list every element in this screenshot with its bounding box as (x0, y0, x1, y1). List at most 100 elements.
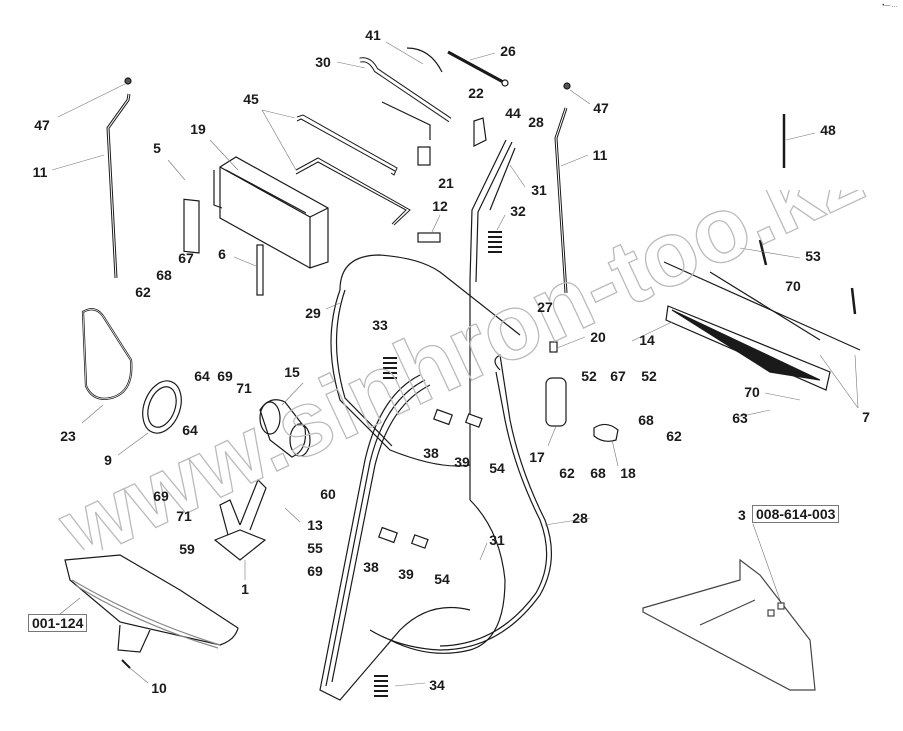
pipe-26 (406, 47, 509, 87)
callout-label-45[interactable]: 45 (243, 91, 259, 107)
reference-3-prefix: 3 (738, 507, 746, 523)
callout-label-15[interactable]: 15 (284, 364, 300, 380)
callout-label-62[interactable]: 62 (135, 284, 151, 300)
callout-label-33[interactable]: 33 (372, 317, 388, 333)
callout-label-71[interactable]: 71 (176, 508, 192, 524)
callout-label-67[interactable]: 67 (178, 250, 194, 266)
pressure-switch-20 (549, 341, 558, 353)
bracket-6 (256, 244, 264, 296)
callout-label-14[interactable]: 14 (639, 332, 655, 348)
callout-label-67[interactable]: 67 (610, 368, 626, 384)
bracket-7 (663, 261, 861, 351)
callout-label-13[interactable]: 13 (307, 517, 323, 533)
callout-label-20[interactable]: 20 (590, 329, 606, 345)
hose-29 (330, 254, 521, 467)
callout-label-28[interactable]: 28 (572, 510, 588, 526)
pulley-9 (142, 380, 182, 434)
condenser-14 (665, 305, 831, 391)
callout-label-29[interactable]: 29 (305, 305, 321, 321)
hose-28-31-upper (469, 139, 516, 500)
reference-box-008-614-003[interactable]: 008-614-003 (752, 505, 840, 523)
rod-11-left (106, 77, 132, 279)
callout-label-70[interactable]: 70 (744, 384, 760, 400)
callout-label-54[interactable]: 54 (434, 571, 450, 587)
callout-label-19[interactable]: 19 (190, 121, 206, 137)
rod-11-right (554, 82, 571, 294)
callout-label-60[interactable]: 60 (320, 486, 336, 502)
corner-mark: •— ... (882, 3, 897, 9)
hose-28-lower (369, 354, 553, 651)
reference-box-001-124[interactable]: 001-124 (28, 614, 88, 632)
callout-label-68[interactable]: 68 (638, 412, 654, 428)
callout-label-34[interactable]: 34 (429, 677, 445, 693)
callout-label-23[interactable]: 23 (60, 428, 76, 444)
callout-label-10[interactable]: 10 (151, 680, 167, 696)
callout-label-27[interactable]: 27 (537, 299, 553, 315)
callout-label-47[interactable]: 47 (593, 100, 609, 116)
callout-label-11[interactable]: 11 (592, 147, 608, 163)
sensor-21 (381, 101, 431, 166)
clamp-38-39-upper (433, 408, 483, 428)
callout-label-38[interactable]: 38 (423, 445, 439, 461)
bracket-5 (183, 198, 200, 254)
connector-12 (417, 232, 441, 243)
callout-label-38[interactable]: 38 (363, 559, 379, 575)
callout-label-26[interactable]: 26 (500, 43, 516, 59)
callout-label-44[interactable]: 44 (505, 105, 521, 121)
spring-33 (383, 357, 397, 379)
callout-label-48[interactable]: 48 (820, 122, 836, 138)
hose-31-lower (389, 499, 506, 654)
callout-label-70[interactable]: 70 (785, 278, 801, 294)
bolt-53 (758, 239, 857, 315)
hose-main-outer (319, 374, 471, 701)
callout-label-17[interactable]: 17 (529, 449, 545, 465)
callout-label-62[interactable]: 62 (559, 465, 575, 481)
callout-label-52[interactable]: 52 (581, 368, 597, 384)
callout-label-31[interactable]: 31 (489, 532, 505, 548)
callout-label-31[interactable]: 31 (531, 182, 547, 198)
callout-label-53[interactable]: 53 (805, 248, 821, 264)
callout-label-64[interactable]: 64 (182, 422, 198, 438)
callout-label-59[interactable]: 59 (179, 541, 195, 557)
callout-label-54[interactable]: 54 (489, 460, 505, 476)
callout-label-68[interactable]: 68 (156, 267, 172, 283)
heater-core-19 (213, 156, 329, 269)
callout-label-30[interactable]: 30 (315, 54, 331, 70)
callout-label-55[interactable]: 55 (307, 540, 323, 556)
clamp-18 (593, 423, 619, 442)
callout-label-69[interactable]: 69 (217, 368, 233, 384)
spring-32 (488, 231, 502, 253)
callout-label-1[interactable]: 1 (241, 581, 249, 597)
callout-label-11[interactable]: 11 (32, 164, 48, 180)
clamp-38-39-lower (378, 526, 429, 549)
bracket-1 (213, 478, 267, 561)
callout-label-18[interactable]: 18 (620, 465, 636, 481)
callout-label-62[interactable]: 62 (666, 428, 682, 444)
callout-label-12[interactable]: 12 (432, 198, 448, 214)
callout-label-21[interactable]: 21 (438, 175, 454, 191)
callout-label-32[interactable]: 32 (510, 203, 526, 219)
callout-label-63[interactable]: 63 (732, 410, 748, 426)
callout-label-71[interactable]: 71 (236, 380, 252, 396)
callout-label-41[interactable]: 41 (365, 27, 381, 43)
callout-label-28[interactable]: 28 (528, 114, 544, 130)
callout-label-6[interactable]: 6 (218, 246, 226, 262)
hose-30 (359, 57, 452, 123)
callout-label-69[interactable]: 69 (153, 488, 169, 504)
callout-label-9[interactable]: 9 (104, 452, 112, 468)
callout-label-69[interactable]: 69 (307, 563, 323, 579)
callout-label-52[interactable]: 52 (641, 368, 657, 384)
callout-label-64[interactable]: 64 (194, 368, 210, 384)
spring-34 (374, 675, 388, 697)
leader-lines (49, 41, 859, 687)
block-44 (473, 117, 487, 147)
callout-label-39[interactable]: 39 (454, 454, 470, 470)
callout-label-7[interactable]: 7 (862, 409, 870, 425)
callout-label-39[interactable]: 39 (398, 566, 414, 582)
callout-label-22[interactable]: 22 (468, 85, 484, 101)
compressor-15 (259, 399, 311, 458)
callout-label-47[interactable]: 47 (34, 117, 50, 133)
callout-label-5[interactable]: 5 (153, 140, 161, 156)
callout-label-68[interactable]: 68 (590, 465, 606, 481)
